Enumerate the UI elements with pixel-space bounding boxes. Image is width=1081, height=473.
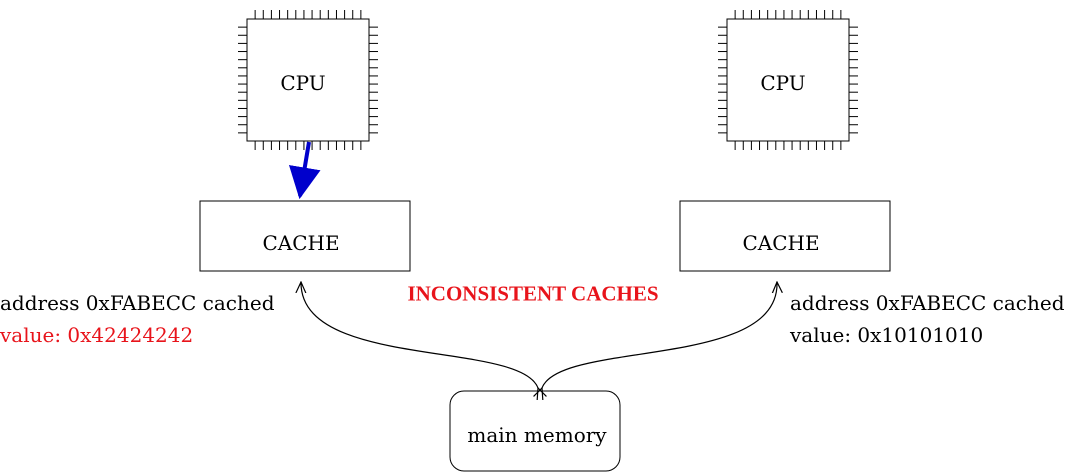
- main-memory-label: main memory: [467, 423, 607, 447]
- cache-box-left: [199, 200, 411, 272]
- cache-right-label: CACHE: [742, 231, 820, 255]
- cpu-chip-right: [718, 10, 858, 150]
- write-arrow: [288, 141, 321, 200]
- inconsistent-caches-heading: INCONSISTENT CACHES: [407, 281, 659, 306]
- right-address-text: address 0xFABECC cached: [790, 291, 1065, 315]
- cpu-right-label: CPU: [760, 71, 806, 95]
- link-left-cache-memory: [301, 282, 538, 388]
- cache-left-label: CACHE: [262, 231, 340, 255]
- cpu-left-label: CPU: [280, 71, 326, 95]
- cpu-chip-left: [238, 10, 378, 150]
- link-right-cache-memory: [542, 282, 777, 388]
- left-address-text: address 0xFABECC cached: [0, 291, 275, 315]
- cache-box-right: [679, 200, 891, 272]
- left-value-text: value: 0x42424242: [0, 323, 194, 347]
- right-value-text: value: 0x10101010: [790, 323, 984, 347]
